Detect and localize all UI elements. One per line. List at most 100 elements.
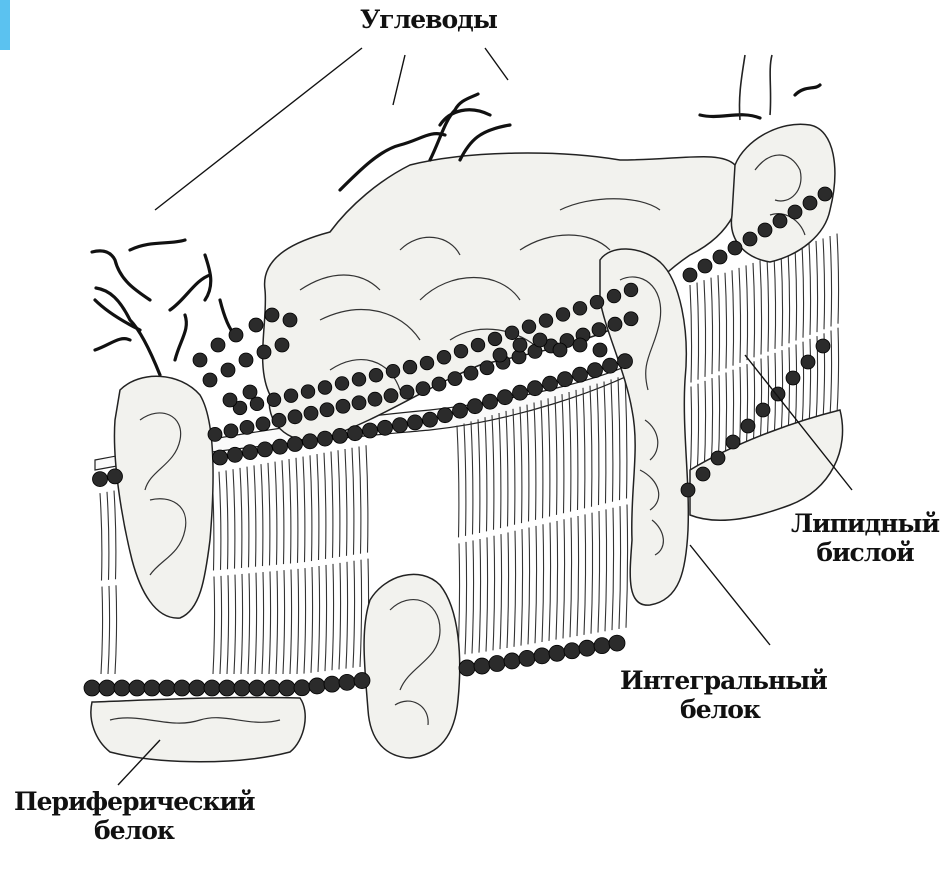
lipid-head	[159, 680, 175, 696]
lipid-tail	[837, 328, 839, 414]
lipid-tail	[753, 263, 755, 357]
lipid-head	[93, 472, 108, 487]
lipid-head	[573, 302, 587, 316]
lipid-tail	[241, 574, 243, 674]
lipid-head	[533, 333, 547, 347]
lipid-head	[579, 640, 595, 656]
lipid-tail	[591, 513, 593, 634]
lipid-head	[239, 353, 253, 367]
lipid-head	[420, 356, 434, 370]
lipid-tail	[725, 273, 727, 369]
lipid-head	[453, 403, 468, 418]
lipid-tail	[513, 409, 515, 525]
lipid-tail	[521, 529, 523, 645]
lipid-tail	[542, 524, 544, 642]
label-peripheral-protein: Периферический белок	[14, 788, 254, 846]
lipid-head	[818, 187, 832, 201]
lipid-head	[108, 469, 123, 484]
lipid-tail	[618, 377, 620, 500]
lipid-tail	[240, 468, 242, 568]
lipid-tail	[114, 491, 116, 580]
label-integral-protein: Интегральный белок	[620, 667, 820, 725]
lipid-tail	[788, 347, 790, 436]
lipid-tail	[317, 454, 319, 560]
lipid-head	[273, 439, 288, 454]
lipid-head	[193, 353, 207, 367]
lipid-tail	[331, 452, 333, 558]
lipid-tail	[276, 571, 278, 674]
lipid-tail	[247, 467, 249, 568]
lipid-tail	[823, 238, 825, 329]
lipid-tail	[268, 463, 270, 566]
lipid-tail	[318, 566, 320, 672]
lipid-tail	[115, 585, 117, 674]
lipid-tail	[100, 493, 102, 580]
lipid-tail	[584, 514, 586, 635]
lipid-tail	[781, 253, 783, 346]
lipid-head	[713, 250, 727, 264]
lipid-tail	[464, 424, 466, 536]
lipid-tail	[605, 509, 607, 631]
lipid-head	[432, 377, 446, 391]
lipid-tail	[359, 446, 361, 553]
lipid-tail	[802, 342, 804, 430]
lipid-tail	[612, 508, 614, 630]
lipid-tail	[338, 450, 340, 557]
lipid-tail	[718, 275, 720, 371]
leader-carb-3	[485, 48, 508, 80]
lipid-head	[208, 427, 222, 441]
lipid-head	[348, 426, 363, 441]
lipid-tail	[732, 270, 734, 365]
lipid-head	[304, 406, 318, 420]
leader-carb-1	[155, 48, 362, 210]
lipid-head	[223, 393, 237, 407]
lipid-head	[519, 650, 535, 666]
lipid-tail	[570, 518, 572, 638]
lipid-head	[624, 283, 638, 297]
lipid-head	[773, 214, 787, 228]
lipid-tail	[809, 243, 811, 335]
lipid-tail	[297, 569, 299, 674]
lipid-head	[288, 437, 303, 452]
lipid-head	[803, 196, 817, 210]
lipid-head	[243, 385, 257, 399]
lipid-tail	[788, 251, 790, 344]
lipid-head	[416, 382, 430, 396]
lipid-tail	[254, 465, 256, 566]
lipid-tail	[234, 575, 236, 674]
lipid-tail	[704, 381, 706, 474]
lipid-head	[294, 680, 310, 696]
peripheral-protein-shape	[91, 697, 305, 761]
lipid-head	[609, 635, 625, 651]
lipid-head	[513, 385, 528, 400]
lipid-tail	[590, 386, 592, 507]
lipid-head	[603, 358, 618, 373]
lipid-tail	[101, 587, 103, 674]
lipid-tail	[626, 504, 628, 627]
lipid-head	[816, 339, 830, 353]
lipid-head	[474, 658, 490, 674]
lipid-head	[264, 680, 280, 696]
lipid-tail	[506, 411, 508, 527]
lipid-tail	[493, 536, 495, 651]
lipid-tail	[535, 526, 537, 643]
lipid-head	[590, 295, 604, 309]
lipid-tail	[233, 469, 235, 568]
lipid-head	[756, 403, 770, 417]
label-lipid-bilayer-line2: бислой	[790, 539, 940, 568]
lipid-head	[335, 377, 349, 391]
lipid-head	[588, 363, 603, 378]
lipid-tail	[108, 586, 110, 674]
lipid-head	[528, 381, 543, 396]
lipid-tail	[569, 392, 571, 512]
lipid-tail	[619, 506, 621, 629]
lipid-tail	[289, 459, 291, 563]
lipid-tail	[809, 339, 811, 427]
lipid-head	[189, 680, 205, 696]
lipid-head	[553, 343, 567, 357]
lipid-tail	[690, 285, 692, 383]
label-lipid-bilayer: Липидный бислой	[790, 510, 940, 568]
lipid-tail	[261, 464, 263, 566]
lipid-tail	[492, 415, 494, 530]
lipid-tail	[325, 565, 327, 671]
